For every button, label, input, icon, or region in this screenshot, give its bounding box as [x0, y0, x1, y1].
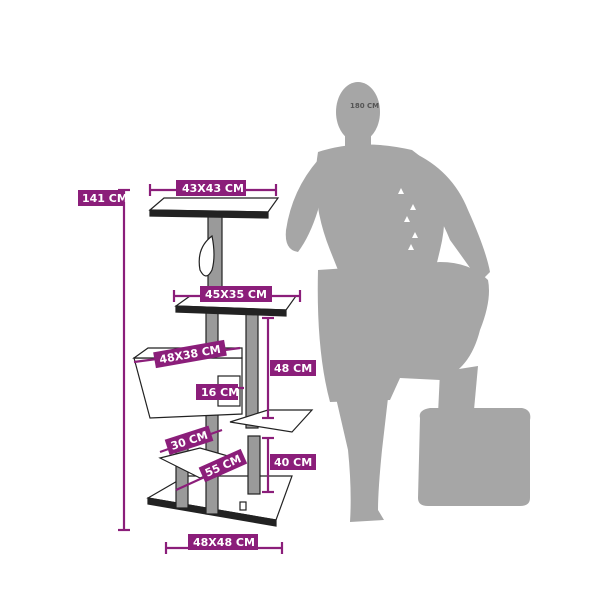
- label-condo-opening: 16 CM: [196, 384, 239, 400]
- svg-text:45X35 CM: 45X35 CM: [205, 288, 267, 301]
- svg-text:48X48 CM: 48X48 CM: [193, 536, 255, 549]
- post-middle-right: [245, 311, 259, 429]
- svg-text:141 CM: 141 CM: [82, 192, 128, 205]
- svg-text:48 CM: 48 CM: [274, 362, 312, 375]
- svg-text:40 CM: 40 CM: [274, 456, 312, 469]
- label-middle-platform: 45X35 CM: [200, 286, 272, 302]
- base-tag: [239, 501, 247, 511]
- label-lower-post: 40 CM: [270, 454, 316, 470]
- person-height-label: 180 CM: [350, 102, 379, 110]
- label-total-height: 141 CM: [78, 190, 128, 206]
- svg-text:16 CM: 16 CM: [201, 386, 239, 399]
- label-top-platform: 43X43 CM: [176, 180, 246, 196]
- svg-text:43X43 CM: 43X43 CM: [182, 182, 244, 195]
- label-base: 48X48 CM: [188, 534, 258, 550]
- shirt-pattern: [398, 188, 418, 250]
- post-lower-right: [247, 435, 261, 495]
- side-step: [229, 409, 314, 433]
- person-silhouette: [285, 82, 531, 522]
- hanging-toy: [198, 234, 215, 277]
- label-upper-post: 48 CM: [270, 360, 316, 376]
